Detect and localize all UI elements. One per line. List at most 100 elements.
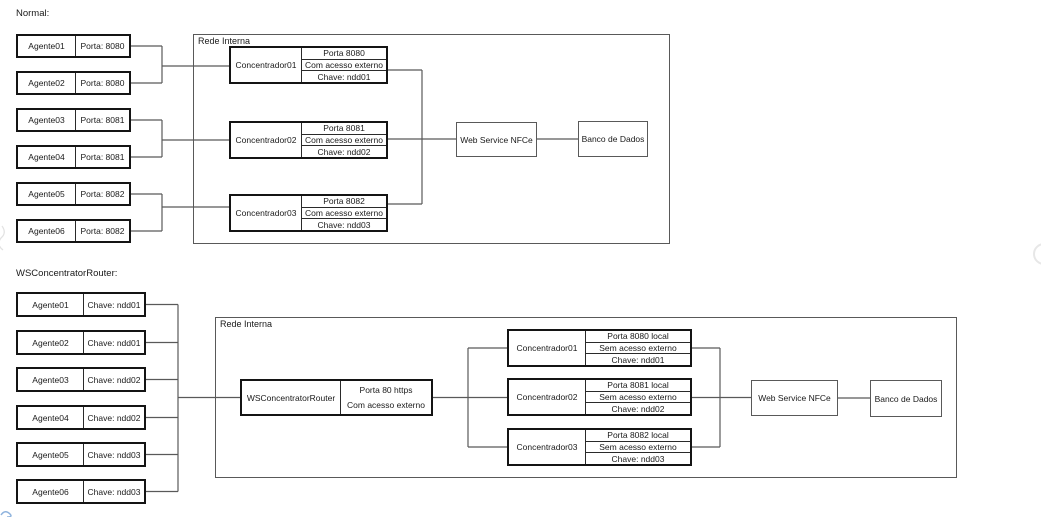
ws-concentrator-router-box: WSConcentratorRouter Porta 80 https Com … [240,379,433,416]
agent-detail: Porta: 8081 [75,147,129,167]
agent-box: Agente02 Chave: ndd01 [16,330,146,355]
concentrator-port: Porta 8082 [323,196,365,207]
concentrator-box: Concentrador03 Porta 8082 local Sem aces… [507,428,692,466]
agent-name: Agente03 [32,374,69,385]
concentrator-access: Sem acesso externo [586,390,690,403]
connector [146,303,240,493]
concentrator-port: Porta 8081 [323,123,365,134]
rede-interna-label: Rede Interna [220,319,273,329]
agent-box: Agente03 Chave: ndd02 [16,367,146,392]
concentrator-box: Concentrador02 Porta 8081 Com acesso ext… [229,121,388,159]
agent-name: Agente06 [32,486,69,497]
agent-name: Agente02 [28,78,65,88]
concentrator-access: Com acesso externo [302,133,386,146]
concentrator-access: Com acesso externo [302,206,386,219]
concentrator-name: Concentrador03 [516,442,578,452]
connector [388,69,456,205]
web-service-box: Web Service NFCe [751,380,838,416]
concentrator-details: Porta 8081 local Sem acesso externo Chav… [585,380,690,414]
agent-name: Agente01 [32,299,69,310]
concentrator-box: Concentrador01 Porta 8080 Com acesso ext… [229,46,388,84]
agent-detail: Porta: 8080 [75,73,129,93]
rede-interna-label: Rede Interna [198,36,251,46]
concentrator-key: Chave: ndd03 [302,218,386,230]
diagram-title-router: WSConcentratorRouter: [16,268,118,279]
concentrator-details: Porta 8080 local Sem acesso externo Chav… [585,331,690,365]
concentrator-key: Chave: ndd02 [586,402,690,414]
concentrator-details: Porta 8081 Com acesso externo Chave: ndd… [301,123,386,157]
agent-detail: Chave: ndd02 [83,369,144,390]
agent-box: Agente06 Chave: ndd03 [16,479,146,504]
agent-detail: Chave: ndd03 [83,481,144,502]
web-service-box: Web Service NFCe [456,122,537,157]
agent-detail: Chave: ndd03 [83,444,144,465]
concentrator-key: Chave: ndd01 [586,353,690,365]
agent-box: Agente05 Porta: 8082 [16,182,131,206]
agent-box: Agente04 Porta: 8081 [16,145,131,169]
agent-box: Agente02 Porta: 8080 [16,71,131,95]
concentrator-details: Porta 8082 Com acesso externo Chave: ndd… [301,196,386,230]
agent-name: Agente03 [28,115,65,125]
agent-detail: Chave: ndd01 [83,294,144,315]
corner-blue-artifact [0,511,12,517]
concentrator-access: Com acesso externo [302,58,386,71]
concentrator-key: Chave: ndd03 [586,452,690,464]
connector [692,347,751,448]
agent-name: Agente01 [28,41,65,51]
database-box: Banco de Dados [870,380,942,417]
concentrator-name: Concentrador02 [235,135,297,145]
agent-detail: Porta: 8081 [75,110,129,130]
concentrator-name: Concentrador03 [235,208,297,218]
rede-interna-box-top: Rede Interna [193,34,670,244]
concentrator-name: Concentrador01 [235,60,297,70]
concentrator-access: Sem acesso externo [586,440,690,453]
agent-name: Agente02 [32,337,69,348]
concentrator-port: Porta 8081 local [607,380,669,391]
concentrator-name: Concentrador01 [516,343,578,353]
agent-box: Agente05 Chave: ndd03 [16,442,146,467]
connector [433,347,507,448]
agent-box: Agente03 Porta: 8081 [16,108,131,132]
concentrator-key: Chave: ndd02 [302,145,386,157]
diagram-title-normal: Normal: [16,8,50,19]
connectors-normal [131,45,578,232]
router-name: WSConcentratorRouter [246,392,336,403]
router-port: Porta 80 https [359,385,413,396]
concentrator-details: Porta 8082 local Sem acesso externo Chav… [585,430,690,464]
agent-detail: Porta: 8082 [75,184,129,204]
connector [131,45,229,84]
agent-detail: Porta: 8082 [75,221,129,241]
agent-name: Agente06 [28,226,65,236]
agent-detail: Chave: ndd02 [83,407,144,428]
agent-name: Agente05 [32,449,69,460]
agent-name: Agente05 [28,189,65,199]
concentrator-port: Porta 8080 local [607,331,669,342]
agent-name: Agente04 [32,412,69,423]
agent-detail: Chave: ndd01 [83,332,144,353]
concentrator-box: Concentrador03 Porta 8082 Com acesso ext… [229,194,388,232]
router-access: Com acesso externo [347,399,425,410]
connector [131,193,229,232]
concentrator-port: Porta 8082 local [607,430,669,441]
agent-box: Agente04 Chave: ndd02 [16,405,146,430]
router-details: Porta 80 https Com acesso externo [340,381,431,414]
connectors-router [146,303,870,493]
concentrator-box: Concentrador02 Porta 8081 local Sem aces… [507,378,692,416]
agent-box: Agente06 Porta: 8082 [16,219,131,243]
connector [131,119,229,158]
agent-box: Agente01 Chave: ndd01 [16,292,146,317]
database-box: Banco de Dados [578,121,648,157]
page-artifacts [0,225,1041,517]
concentrator-name: Concentrador02 [516,392,578,402]
agent-box: Agente01 Porta: 8080 [16,34,131,58]
concentrator-access: Sem acesso externo [586,341,690,354]
edge-circle-artifact [1033,243,1041,265]
concentrator-box: Concentrador01 Porta 8080 local Sem aces… [507,329,692,367]
concentrator-details: Porta 8080 Com acesso externo Chave: ndd… [301,48,386,82]
concentrator-key: Chave: ndd01 [302,70,386,82]
agent-name: Agente04 [28,152,65,162]
edge-squiggle-artifact [0,225,5,251]
agent-detail: Porta: 8080 [75,36,129,56]
